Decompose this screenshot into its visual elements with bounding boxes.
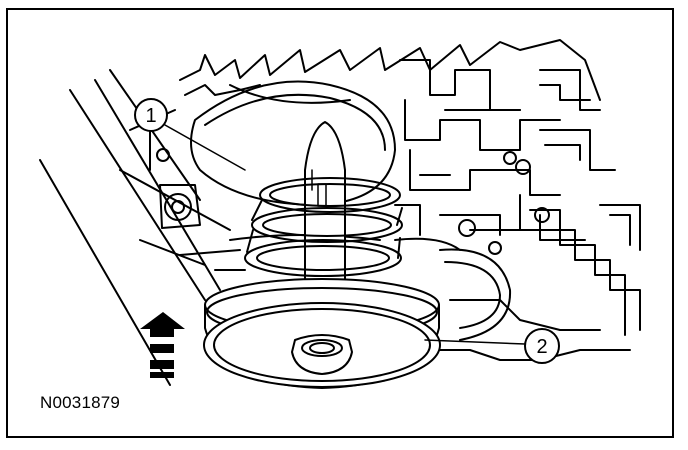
installation-direction-arrow-up [140,312,185,378]
housing-outline [39,39,641,386]
tool-post [304,121,346,286]
seal-pulley [203,278,441,389]
figure-reference-id: N0031879 [40,393,121,412]
callout-1-number: 1 [145,105,156,127]
callout-2: 2 [424,328,560,364]
coil-spring [244,177,403,283]
callout-2-number: 2 [536,336,547,358]
callout-1: 1 [134,98,246,171]
